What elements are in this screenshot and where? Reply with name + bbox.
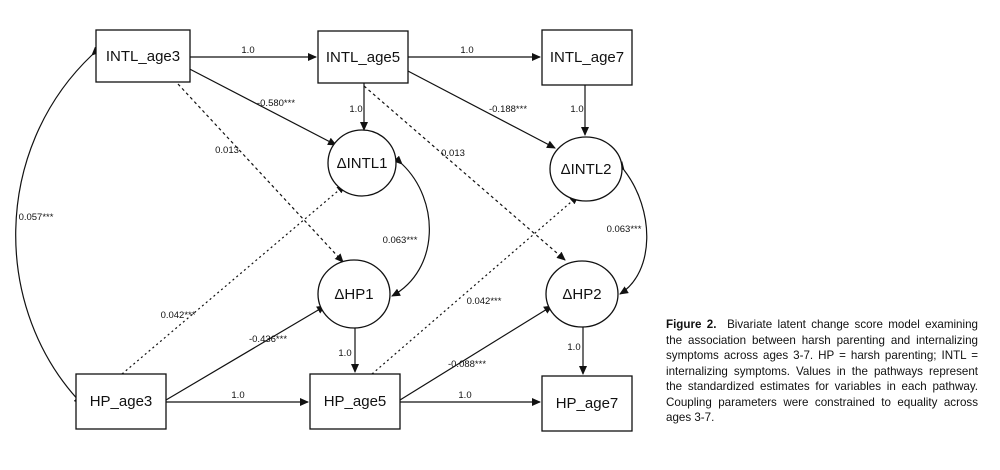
edge-dintl2-dhp2-covariance [615, 161, 648, 295]
label-intl5-intl7: 1.0 [460, 45, 473, 56]
node-circle-delta-hp1 [317, 259, 391, 329]
edges [15, 46, 648, 406]
label-hp5-hp7: 1.0 [458, 390, 471, 401]
label-intl7-dintl2: 1.0 [570, 104, 583, 115]
label-dhp1-hp5: 1.0 [338, 348, 351, 359]
edge-intl3-hp3-covariance [15, 46, 101, 405]
label-intl3-intl5: 1.0 [241, 45, 254, 56]
node-intl-age7: INTL_age7 [550, 49, 624, 66]
node-box-intl-age3 [95, 29, 191, 83]
node-delta-hp1: ΔHP1 [334, 286, 373, 303]
edge-intl3-dintl1 [179, 63, 337, 146]
label-dintl1-dhp1: 0.063*** [383, 235, 418, 246]
node-delta-intl1: ΔINTL1 [337, 155, 388, 172]
edge-intl3-dhp1 [177, 83, 344, 263]
label-hp3-hp5: 1.0 [231, 390, 244, 401]
label-dintl2-dhp2: 0.063*** [607, 224, 642, 235]
edge-labels: 1.0 1.0 1.0 1.0 -0.580*** -0.188*** 0.01… [19, 45, 642, 401]
label-intl3-dhp1: 0.013 [215, 145, 239, 156]
node-hp-age3: HP_age3 [90, 393, 153, 410]
node-hp-age7: HP_age7 [556, 395, 619, 412]
label-hp3-dhp1: -0.436*** [249, 334, 287, 345]
label-hp3-dintl1: 0.042*** [161, 310, 196, 321]
label-intl5-dintl2: -0.188*** [489, 104, 527, 115]
node-hp-age5: HP_age5 [324, 393, 387, 410]
node-box-hp-age7 [541, 375, 633, 432]
caption-text: Bivariate latent change score model exam… [666, 318, 978, 424]
edge-dintl1-dhp1-covariance [391, 155, 430, 297]
node-circle-delta-intl2 [549, 136, 623, 202]
node-delta-hp2: ΔHP2 [562, 286, 601, 303]
node-intl-age5: INTL_age5 [326, 49, 400, 66]
node-intl-age3: INTL_age3 [106, 48, 180, 65]
edge-hp5-dhp2 [399, 305, 553, 401]
label-intl3-dintl1: -0.580*** [257, 98, 295, 109]
edge-intl5-dintl2 [405, 69, 556, 149]
edge-hp5-dintl2 [371, 195, 579, 375]
node-box-intl-age5 [317, 30, 409, 84]
label-hp5-dhp2: -0.088*** [448, 359, 486, 370]
node-box-hp-age3 [75, 373, 167, 430]
node-circle-delta-hp2 [545, 260, 619, 328]
edge-intl5-dhp2 [363, 85, 566, 261]
nodes: INTL_age3 INTL_age5 INTL_age7 ΔINTL1 ΔIN… [75, 29, 633, 432]
label-intl3-hp3: 0.057*** [19, 212, 54, 223]
label-hp5-dintl2: 0.042*** [467, 296, 502, 307]
node-circle-delta-intl1 [327, 129, 397, 197]
node-delta-intl2: ΔINTL2 [561, 161, 612, 178]
node-box-intl-age7 [541, 29, 633, 86]
edge-hp3-dhp1 [165, 305, 326, 401]
label-intl5-dhp2: 0.013 [441, 148, 465, 159]
figure-caption: Figure 2. Bivariate latent change score … [666, 317, 978, 426]
label-intl5-dintl1: 1.0 [349, 104, 362, 115]
label-dhp2-hp7: 1.0 [567, 342, 580, 353]
caption-label: Figure 2. [666, 318, 717, 331]
edge-hp3-dintl1 [121, 184, 346, 375]
node-box-hp-age5 [309, 373, 401, 430]
